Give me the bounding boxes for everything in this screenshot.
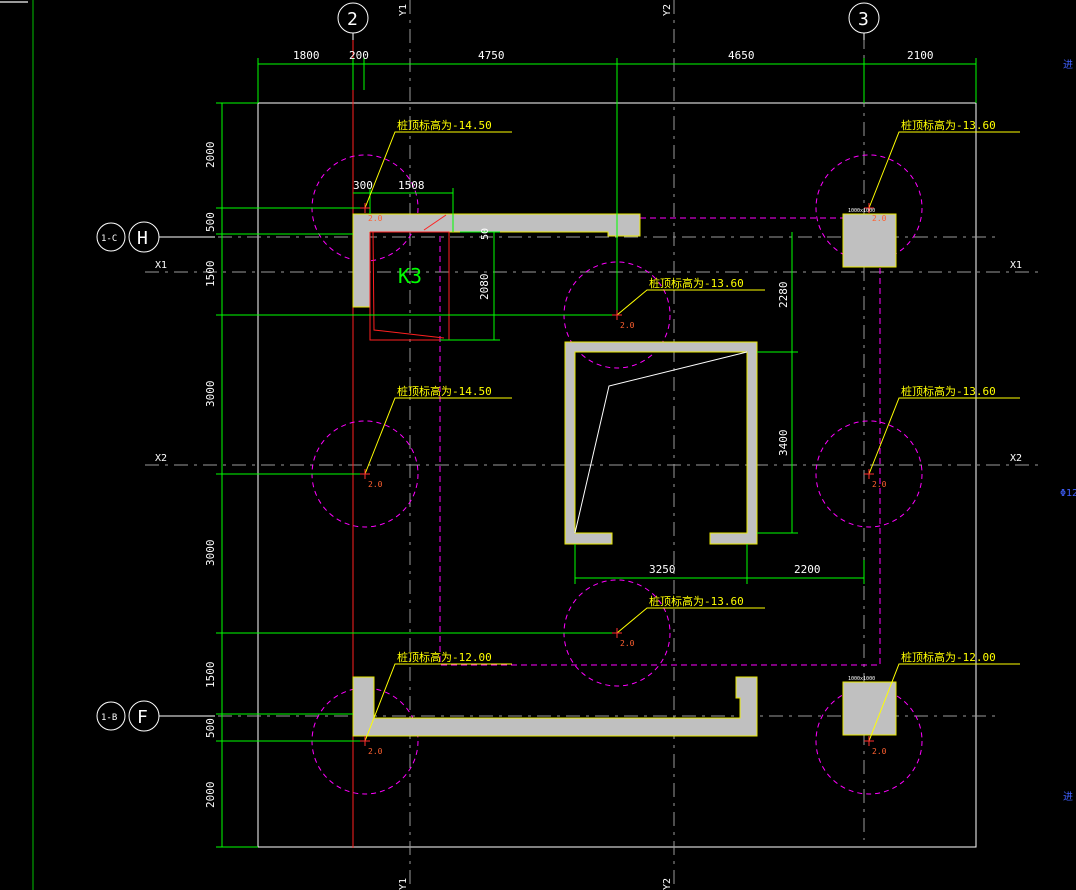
dim-left-6: 1500: [204, 662, 217, 689]
pile-mark: 2.0: [872, 747, 887, 756]
pile-annotation: 桩顶标高为-12.00: [397, 650, 492, 664]
pile-annotation: 桩顶标高为-13.60: [649, 276, 744, 290]
pit-label: K3: [398, 264, 422, 288]
grid-bubble-f[interactable]: F: [137, 707, 148, 728]
pile-annotation: 桩顶标高为-12.00: [901, 650, 996, 664]
axis-label-y1-bottom: Y1: [398, 878, 409, 890]
axis-label-x1-left: X1: [155, 260, 167, 271]
edge-text: Φ12: [1060, 488, 1076, 499]
wall-bottom: [352, 676, 758, 737]
dim-left-2: 500: [204, 212, 217, 232]
dim-2080: 2080: [478, 274, 491, 301]
dim-3250: 3250: [649, 563, 676, 576]
grid-bubble-2[interactable]: 2: [347, 9, 358, 30]
pile-mark: 2.0: [872, 214, 887, 223]
pile-mark: 2.0: [620, 321, 635, 330]
dim-left-3: 1500: [204, 261, 217, 288]
dim-top-1: 1800: [293, 49, 320, 62]
core-diagonal: [574, 351, 748, 534]
top-dimension-line: [257, 58, 977, 310]
dim-top-2: 200: [349, 49, 369, 62]
dim-2280: 2280: [777, 282, 790, 309]
axis-label-x2-right: X2: [1010, 453, 1022, 464]
pile-circle: [815, 420, 923, 528]
left-dimension-line: [216, 102, 617, 848]
dim-3400: 3400: [777, 430, 790, 457]
pile-mark: 2.0: [620, 639, 635, 648]
pile-centers: [360, 203, 874, 746]
dim-1508: 1508: [398, 179, 425, 192]
pile-annotation: 桩顶标高为-13.60: [901, 118, 996, 132]
dim-2200: 2200: [794, 563, 821, 576]
dim-left-4: 3000: [204, 381, 217, 408]
dim-top-4: 4650: [728, 49, 755, 62]
pile-annotation: 桩顶标高为-14.50: [397, 118, 492, 132]
column-block: [842, 681, 897, 736]
pile-mark: 2.0: [368, 480, 383, 489]
column-tag: 1000x1000: [848, 208, 875, 214]
magenta-boundary: [439, 217, 881, 666]
wall-top: [352, 213, 641, 308]
axis-label-y2-bottom: Y2: [662, 878, 673, 890]
pile-mark: 2.0: [872, 480, 887, 489]
pile-leaders: [364, 131, 1020, 742]
pile-annotation: 桩顶标高为-14.50: [397, 384, 492, 398]
dim-50: 50: [480, 228, 491, 240]
dim-top-3: 4750: [478, 49, 505, 62]
grid-tag-1c: 1-C: [101, 234, 117, 244]
dim-left-5: 3000: [204, 540, 217, 567]
dim-300: 300: [353, 179, 373, 192]
dim-left-8: 2000: [204, 782, 217, 809]
column-block: [842, 213, 897, 268]
pile-mark: 2.0: [368, 214, 383, 223]
edge-text: 进: [1063, 59, 1073, 71]
pile-annotation: 桩顶标高为-13.60: [901, 384, 996, 398]
pile-mark: 2.0: [368, 747, 383, 756]
grid-bubble-lines: [96, 2, 880, 732]
edge-text: 进: [1063, 791, 1073, 803]
inner-dimension-lines: [353, 188, 865, 584]
axis-label-x1-right: X1: [1010, 260, 1022, 271]
axis-label-y1-top: Y1: [398, 4, 409, 16]
grid-bubble-3[interactable]: 3: [858, 9, 869, 30]
dim-top-5: 2100: [907, 49, 934, 62]
dim-left-1: 2000: [204, 142, 217, 169]
axis-label-x2-left: X2: [155, 453, 167, 464]
column-tag: 1000x1000: [848, 676, 875, 682]
pile-annotation: 桩顶标高为-13.60: [649, 594, 744, 608]
pile-circle: [815, 687, 923, 795]
dim-left-7: 500: [204, 718, 217, 738]
grid-bubble-h[interactable]: H: [137, 228, 148, 249]
axis-label-y2-top: Y2: [662, 4, 673, 16]
grid-tag-1b: 1-B: [101, 713, 117, 723]
